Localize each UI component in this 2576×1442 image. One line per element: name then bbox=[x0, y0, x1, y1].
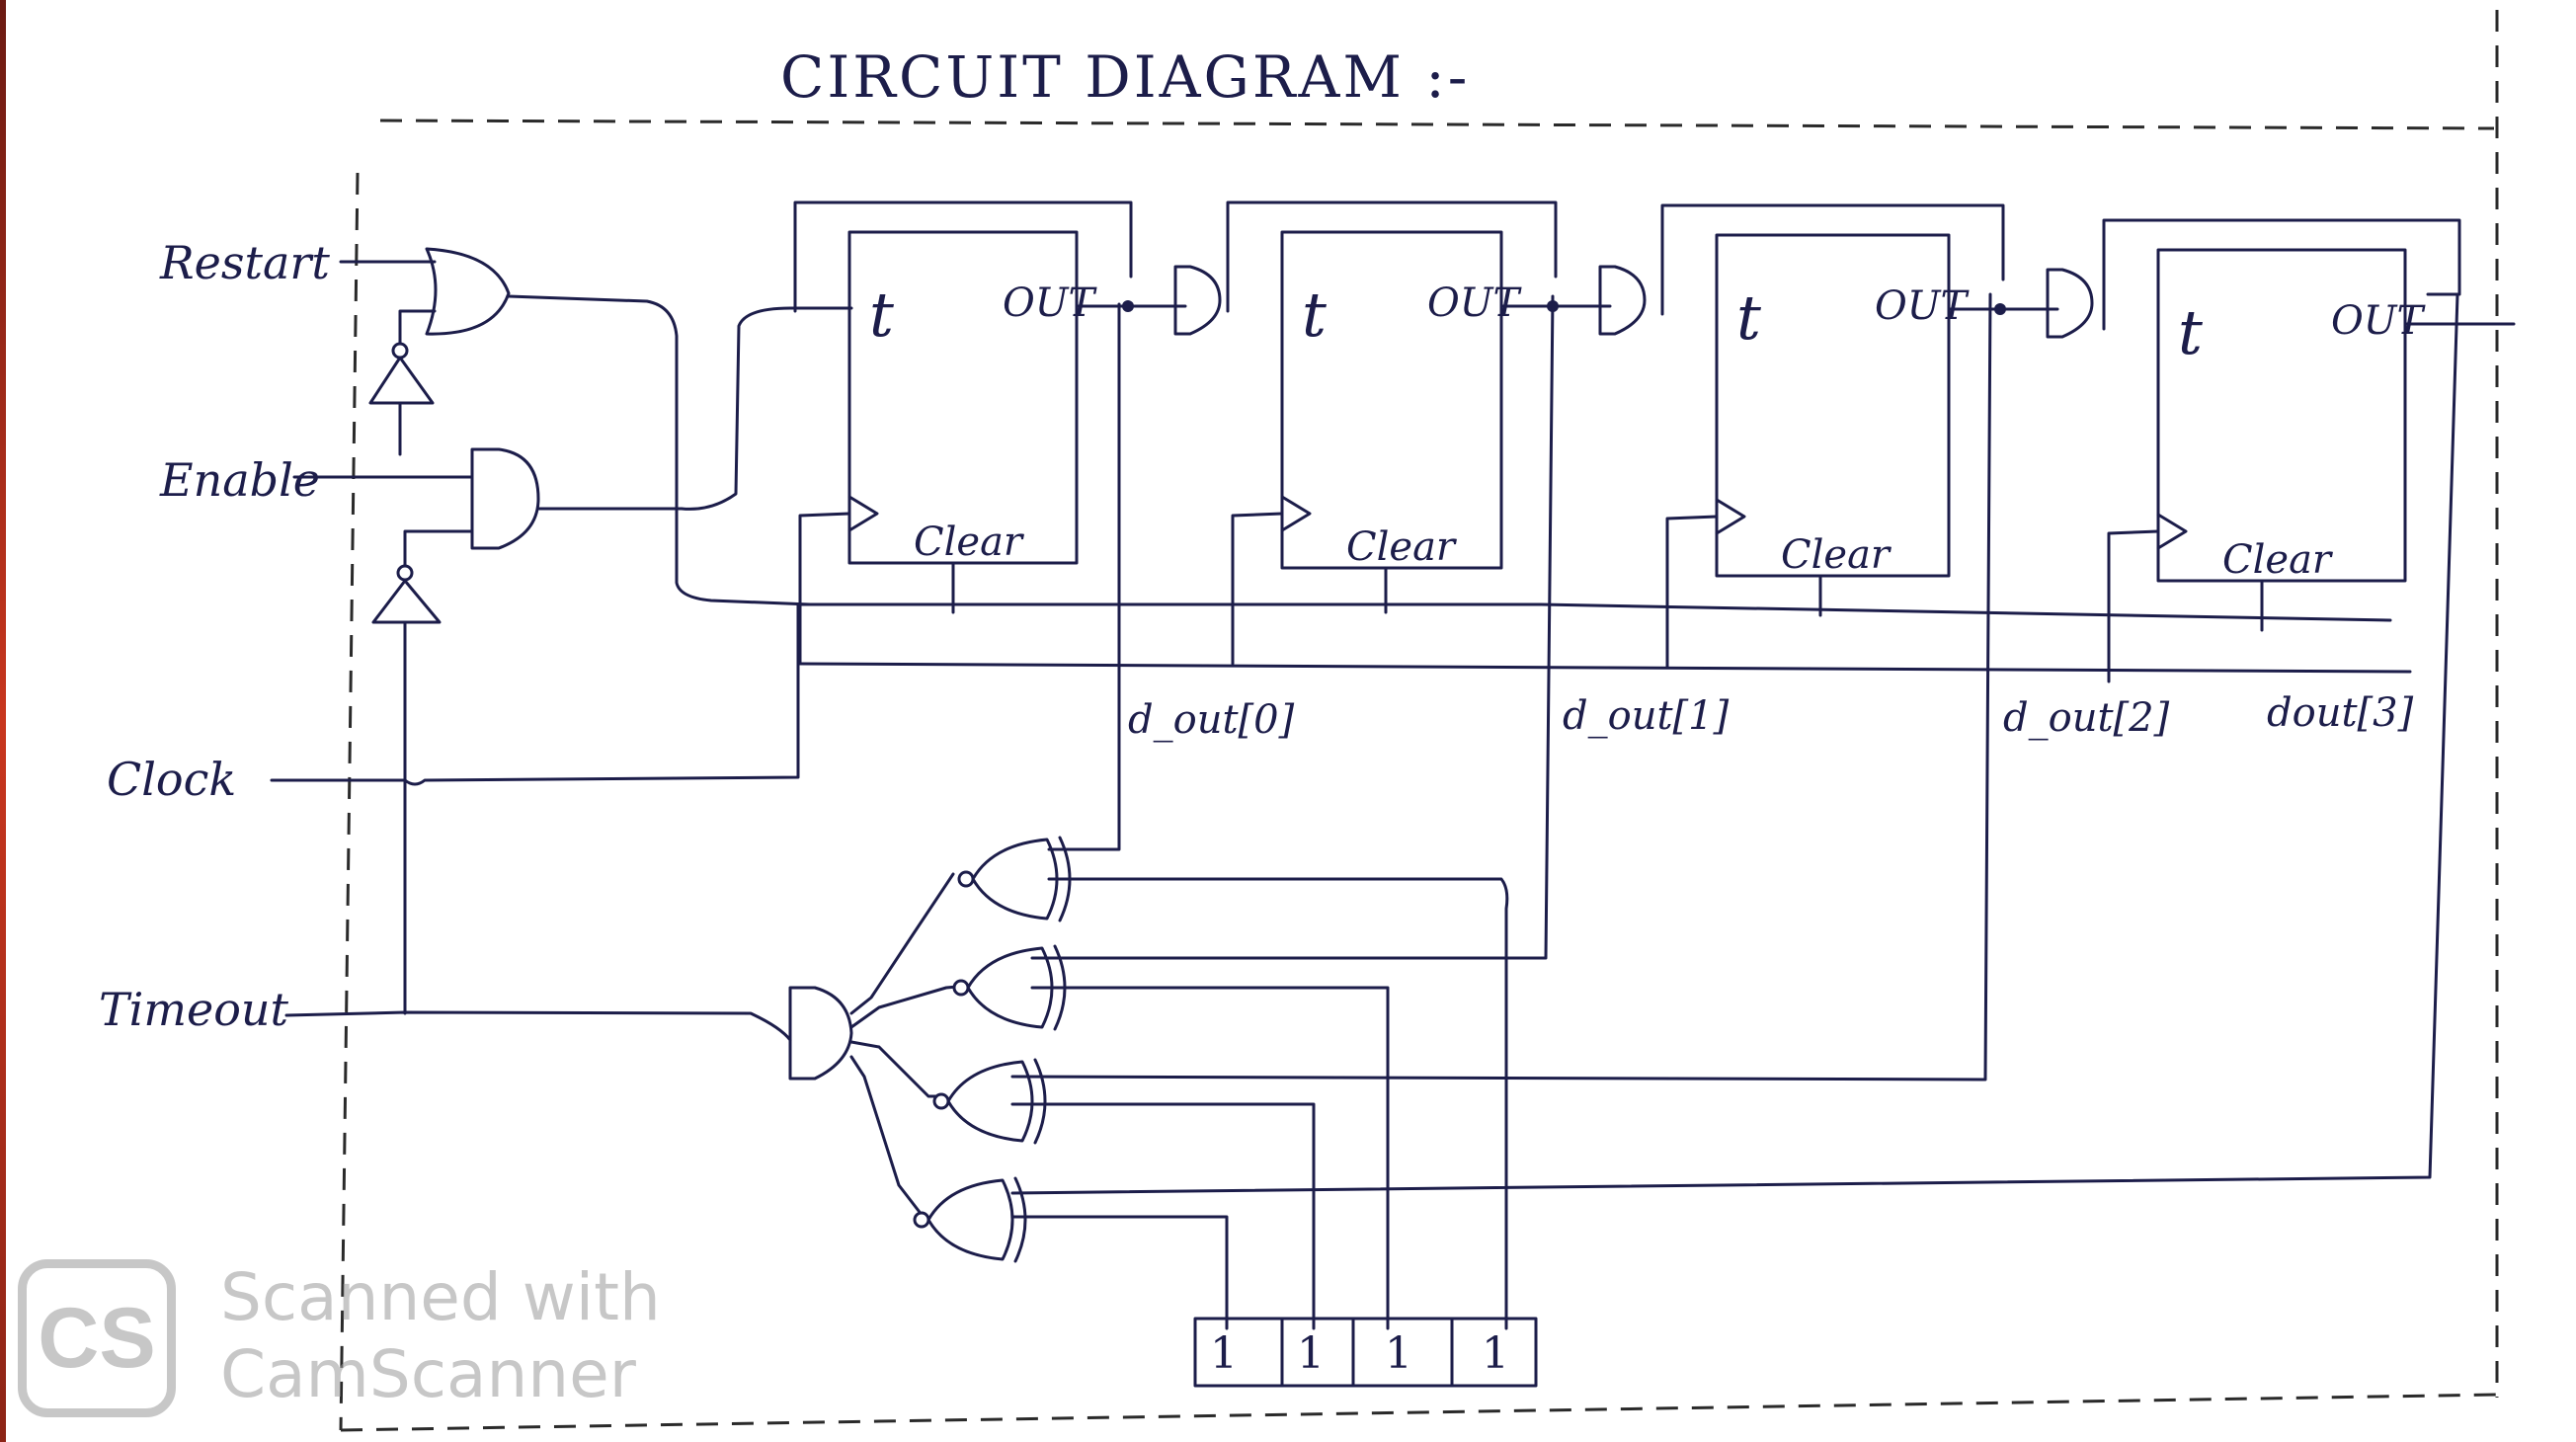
clock-lead-wire bbox=[1665, 515, 1719, 669]
t-label: t bbox=[2178, 296, 2203, 368]
t-label: t bbox=[1736, 281, 1761, 354]
flip-flop-body bbox=[1280, 230, 1503, 570]
toggle-loop-wire bbox=[2102, 218, 2461, 331]
junction-dot bbox=[1122, 300, 1134, 312]
enable-and-gate bbox=[470, 447, 684, 550]
restart-or-gate bbox=[425, 247, 511, 336]
output-label-3: dout[3] bbox=[2267, 690, 2414, 736]
clock-input-icon bbox=[2156, 513, 2188, 550]
watermark-line-1: Scanned with bbox=[220, 1259, 661, 1335]
watermark-line-2: CamScanner bbox=[220, 1336, 636, 1412]
stage-and-gate bbox=[1173, 265, 1222, 336]
bit-2: 1 bbox=[1385, 1328, 1412, 1379]
output-label-0: d_out[0] bbox=[1128, 697, 1295, 743]
flip-flop-1: t OUT Clear bbox=[1226, 200, 1647, 666]
camscanner-logo-icon: CS bbox=[18, 1259, 176, 1417]
flip-flop-3: t OUT Clear bbox=[2102, 218, 2516, 683]
clear-label: Clear bbox=[1346, 524, 1458, 570]
scan-edge-strip bbox=[0, 0, 6, 1442]
timeout-label: Timeout bbox=[99, 983, 289, 1036]
output-label-2: d_out[2] bbox=[2003, 695, 2170, 741]
output-label-1: d_out[1] bbox=[1563, 693, 1730, 739]
input-wires bbox=[270, 260, 851, 1042]
enable-label: Enable bbox=[159, 453, 320, 507]
junction-dot bbox=[1994, 303, 2006, 315]
clock-input-icon bbox=[1280, 495, 1312, 532]
constant-register: 1 1 1 1 bbox=[1193, 1317, 1538, 1388]
t-label: t bbox=[869, 279, 894, 351]
clock-label: Clock bbox=[107, 753, 236, 806]
clear-label: Clear bbox=[914, 520, 1025, 565]
not-gate-top bbox=[368, 309, 437, 456]
clear-label: Clear bbox=[2222, 537, 2334, 583]
flip-flop-body bbox=[847, 230, 1079, 565]
watermark-text: Scanned with CamScanner bbox=[220, 1259, 661, 1413]
stage-and-gate bbox=[2046, 268, 2094, 339]
clock-lead-wire bbox=[2107, 529, 2160, 683]
restart-label: Restart bbox=[159, 236, 330, 289]
flip-flop-body bbox=[1715, 233, 1951, 578]
t-flip-flops: t OUT Clear t OUT Clear t OUT Clear t OUT Clear bbox=[793, 200, 2516, 683]
xnor-gate bbox=[913, 1176, 1027, 1263]
stage-and-gate bbox=[1598, 265, 1647, 336]
camscanner-watermark: CS Scanned with CamScanner bbox=[18, 1259, 709, 1427]
out-label: OUT bbox=[2331, 298, 2427, 344]
control-wires bbox=[507, 294, 2412, 674]
feedback-wires bbox=[1010, 292, 2459, 1330]
clock-input-icon bbox=[847, 495, 879, 532]
out-label: OUT bbox=[1003, 280, 1098, 326]
bit-1: 1 bbox=[1297, 1328, 1325, 1379]
clock-lead-wire bbox=[798, 512, 851, 666]
xnor-gate bbox=[932, 1058, 1047, 1145]
not-gate-bottom bbox=[371, 529, 474, 1015]
dashed-border bbox=[339, 10, 2499, 1432]
flip-flop-body bbox=[2156, 248, 2407, 583]
toggle-loop-wire bbox=[793, 200, 1133, 313]
clock-input-icon bbox=[1715, 498, 1746, 535]
flip-flop-2: t OUT Clear bbox=[1660, 203, 2094, 669]
bit-0: 1 bbox=[1210, 1328, 1238, 1379]
diagram-title: CIRCUIT DIAGRAM :- bbox=[780, 43, 1470, 111]
xnor-gates bbox=[913, 836, 1072, 1263]
clock-lead-wire bbox=[1231, 512, 1284, 666]
clear-label: Clear bbox=[1781, 532, 1892, 578]
t-label: t bbox=[1302, 279, 1327, 351]
flip-flop-0: t OUT Clear bbox=[793, 200, 1222, 666]
comparator-logic bbox=[788, 872, 970, 1222]
bit-3: 1 bbox=[1482, 1328, 1509, 1379]
toggle-loop-wire bbox=[1226, 200, 1558, 313]
toggle-loop-wire bbox=[1660, 203, 2005, 316]
out-label: OUT bbox=[1875, 283, 1971, 329]
out-label: OUT bbox=[1427, 280, 1523, 326]
